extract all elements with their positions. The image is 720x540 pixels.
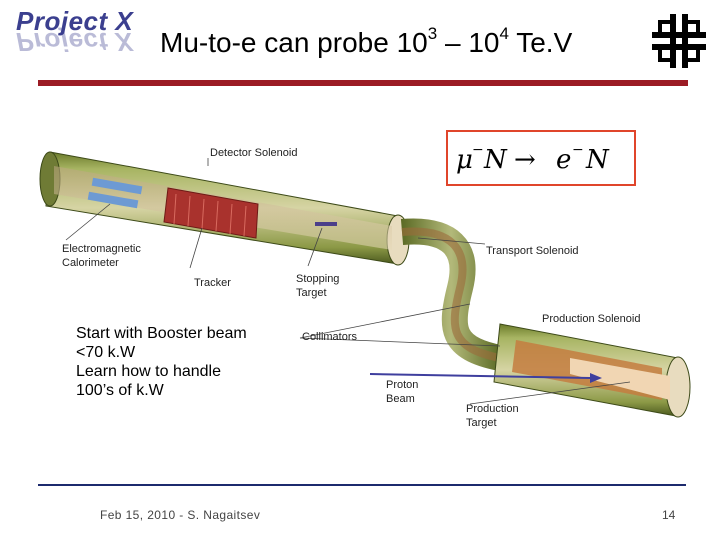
page-number: 14 (662, 508, 676, 522)
booster-note: Start with Booster beam <70 k.W Learn ho… (76, 324, 247, 400)
production-solenoid (493, 323, 691, 418)
title-exponent-2: 4 (499, 24, 509, 43)
label-stopping-1: Stopping (296, 273, 339, 285)
stopping-target (315, 222, 337, 226)
note-line-1: Start with Booster beam (76, 325, 247, 342)
label-detector-solenoid: Detector Solenoid (210, 147, 297, 159)
footer-text: Feb 15, 2010 - S. Nagaitsev (100, 508, 261, 522)
logo-text: Project X (16, 6, 134, 36)
equation-box: μ − N → e − N (446, 130, 636, 186)
logo-reflection: Project X (16, 27, 134, 57)
label-proton-2: Beam (386, 393, 415, 405)
label-calorimeter-1: Electromagnetic (62, 243, 141, 255)
title-prefix: Mu-to-e can probe 10 (160, 27, 428, 58)
label-calorimeter-2: Calorimeter (62, 257, 119, 269)
label-production-solenoid: Production Solenoid (542, 313, 640, 325)
label-proton-1: Proton (386, 379, 418, 391)
label-production-target-2: Target (466, 417, 497, 429)
eq-e-sup: − (572, 142, 584, 158)
eq-n2: N (585, 145, 610, 175)
calorimeter (87, 177, 143, 209)
eq-e: e (556, 145, 571, 175)
header-bar (38, 80, 688, 86)
note-line-4: 100’s of k.W (76, 382, 164, 399)
mu-to-e-equation: μ − N → e − N (456, 142, 610, 175)
fermilab-logo-icon (652, 14, 706, 68)
footer-line (38, 484, 686, 486)
eq-arrow: → (514, 145, 536, 175)
eq-n1: N (483, 145, 508, 175)
note-line-2: <70 k.W (76, 344, 136, 361)
proton-beam-arrow (369, 373, 591, 379)
title-exponent-1: 3 (427, 24, 438, 43)
title-middle: – 10 (437, 27, 500, 58)
title-suffix: Te.V (508, 27, 573, 58)
eq-mu: μ (456, 145, 473, 175)
tracker (163, 187, 259, 239)
slide-title: Mu-to-e can probe 103 – 104 Te.V (160, 24, 572, 59)
label-production-target-1: Production (466, 403, 519, 415)
project-x-logo: Project X Project X (12, 6, 162, 58)
eq-mu-sup: − (472, 142, 484, 158)
note-line-3: Learn how to handle (76, 363, 221, 380)
label-transport-solenoid: Transport Solenoid (486, 245, 579, 257)
label-collimators: Collimators (302, 331, 358, 343)
mu2e-apparatus-diagram: Detector Solenoid Electromagnetic Calori… (39, 147, 691, 429)
label-stopping-2: Target (296, 287, 327, 299)
label-tracker: Tracker (194, 277, 231, 289)
